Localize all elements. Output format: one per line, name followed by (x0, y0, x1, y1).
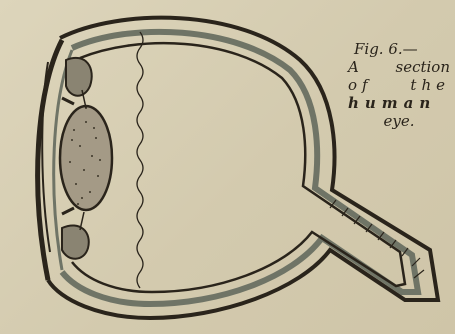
caption-line-4: human (348, 94, 450, 112)
caption-line-2: A section (348, 58, 450, 76)
ciliary-body-lower (62, 225, 89, 258)
caption-fig-number: Fig. 6.— (348, 40, 450, 58)
vitreous-wavy-line (137, 32, 143, 288)
ciliary-body-upper (66, 58, 92, 96)
caption-line-3: of the (348, 76, 450, 94)
iris-upper (62, 98, 74, 104)
iris-lower (62, 208, 74, 214)
figure-caption: Fig. 6.— A section of the human eye. (348, 40, 450, 130)
caption-line-5: eye. (348, 112, 450, 130)
